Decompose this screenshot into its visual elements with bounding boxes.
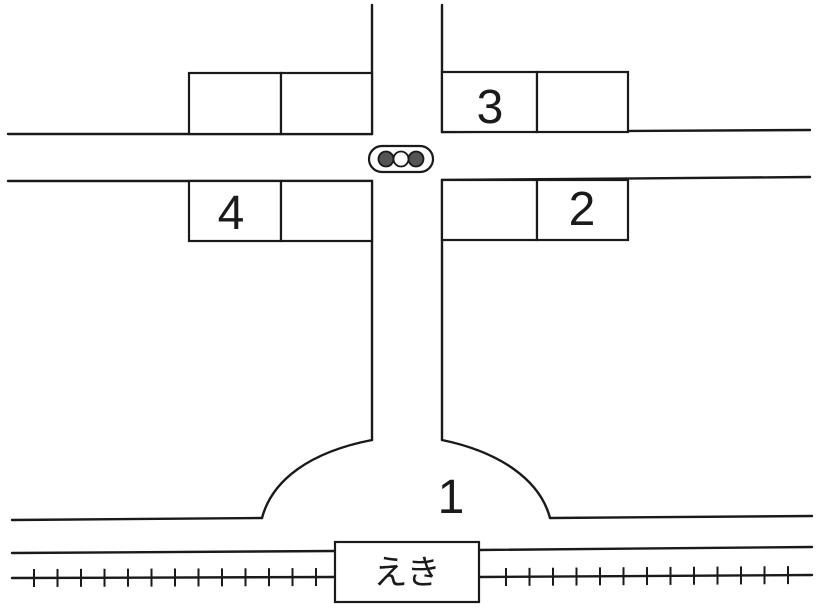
building-top-left-inner	[279, 71, 374, 136]
railway-upper-rail-left	[10, 549, 337, 555]
traffic-light-icon	[367, 144, 435, 174]
plaza-edge-left	[10, 516, 264, 522]
railway-track-left	[10, 575, 337, 580]
traffic-light-lamp-left	[377, 150, 395, 168]
traffic-light-lamp-right	[407, 150, 425, 168]
traffic-light-lamp-center	[392, 150, 410, 168]
station-building	[333, 540, 481, 604]
railway-ties-left	[33, 568, 317, 587]
railway-ties-right	[505, 566, 789, 586]
building-top-right-outer	[535, 70, 630, 134]
building-2	[535, 178, 630, 242]
plaza-edge-right	[548, 514, 814, 520]
label-3: 3	[477, 81, 504, 134]
label-1: 1	[438, 471, 465, 524]
building-bottom-left-inner	[279, 179, 374, 243]
station-label: えき	[374, 553, 441, 593]
building-bottom-right-inner	[440, 178, 539, 242]
building-top-left-outer	[187, 71, 283, 136]
label-4: 4	[218, 187, 245, 240]
label-2: 2	[569, 183, 596, 236]
plaza-curve-right	[440, 438, 552, 520]
building-4	[187, 179, 283, 243]
railway-track-right	[477, 573, 814, 579]
railway-upper-rail-right	[477, 545, 814, 552]
plaza-curve-left	[260, 438, 374, 520]
